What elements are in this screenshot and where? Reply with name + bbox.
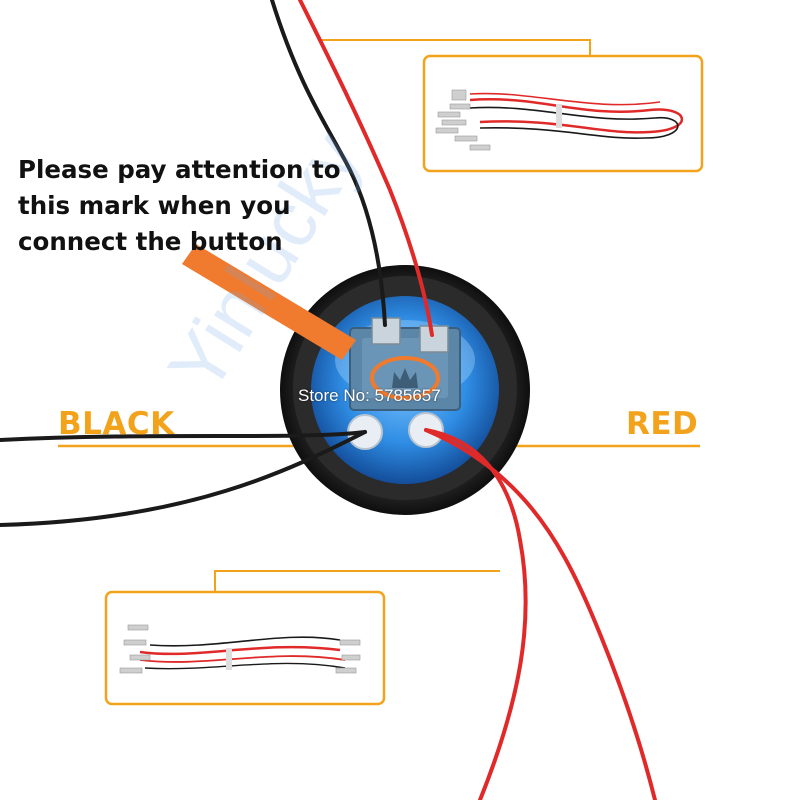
bottom-callout [104,570,500,706]
annotation-line-1: Please pay attention to [18,155,341,184]
store-watermark: Store No: 5785657 [298,386,441,405]
annotation-line-3: connect the button [18,227,283,256]
black-wires [0,0,387,527]
mark-highlight-circle [370,356,440,400]
annotation-text: Please pay attention to this mark when y… [18,152,358,260]
crown-mark-icon [392,368,418,388]
black-wire-label: BLACK [58,406,175,442]
top-callout [322,39,704,173]
arrow-icon [182,244,356,360]
harness-thumbnail-bottom [119,624,361,674]
harness-thumbnail-top [435,89,684,151]
red-wire-label: RED [626,406,699,442]
annotation-line-2: this mark when you [18,191,291,220]
red-wires [298,0,657,800]
